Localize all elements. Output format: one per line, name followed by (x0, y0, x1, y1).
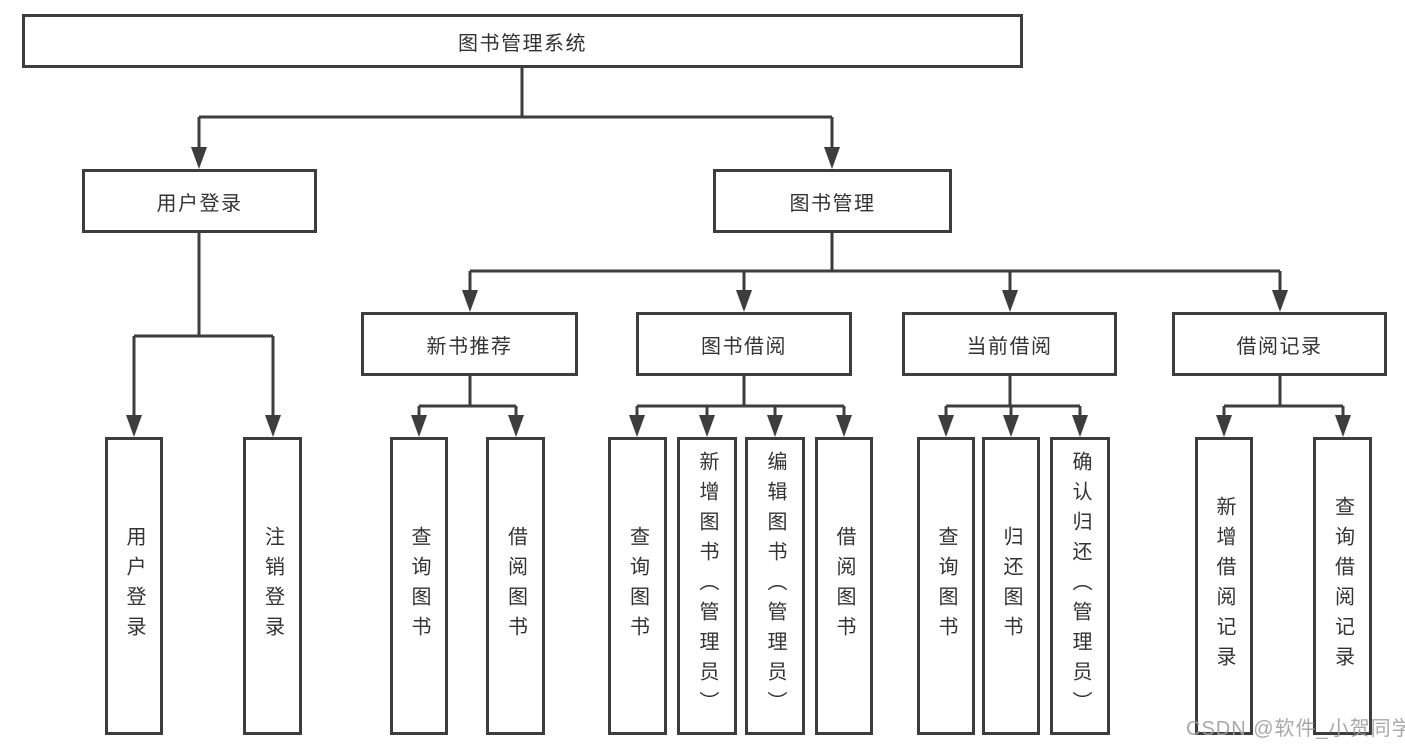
node-label: 编辑图书（管理员） (764, 451, 786, 721)
leaf-borrow-add-books-admin: 新增图书（管理员） (677, 437, 737, 735)
node-borrow-records: 借阅记录 (1172, 312, 1387, 376)
node-library-management-system: 图书管理系统 (22, 14, 1023, 68)
node-label: 查询图书 (408, 526, 430, 646)
leaf-current-confirm-return-admin: 确认归还（管理员） (1050, 437, 1110, 735)
leaf-user-login: 用户登录 (105, 437, 163, 735)
node-label: 图书管理 (789, 192, 876, 215)
leaf-records-add-borrow-record: 新增借阅记录 (1195, 437, 1253, 735)
node-label: 用户登录 (156, 192, 243, 215)
node-label: 查询图书 (626, 526, 649, 646)
node-label: 查询图书 (935, 526, 957, 646)
node-label: 新增图书（管理员） (696, 451, 718, 721)
leaf-current-return-books: 归还图书 (982, 437, 1040, 735)
node-book-management: 图书管理 (713, 169, 952, 233)
node-label: 借阅记录 (1236, 335, 1323, 358)
node-label: 当前借阅 (966, 335, 1053, 358)
leaf-logout: 注销登录 (243, 437, 302, 735)
node-label: 查询借阅记录 (1331, 496, 1354, 676)
leaf-newbooks-borrow-books: 借阅图书 (486, 437, 545, 735)
leaf-newbooks-query-books: 查询图书 (390, 437, 448, 735)
node-new-book-recommend: 新书推荐 (361, 312, 578, 376)
node-label: 借阅图书 (504, 526, 527, 646)
node-label: 新增借阅记录 (1213, 496, 1235, 676)
leaf-borrow-borrow-books: 借阅图书 (815, 437, 873, 735)
arrowhead-icons (126, 147, 1351, 437)
node-label: 借阅图书 (833, 526, 855, 646)
leaf-borrow-query-books: 查询图书 (608, 437, 667, 735)
node-label: 新书推荐 (426, 335, 513, 358)
leaf-current-query-books: 查询图书 (917, 437, 975, 735)
node-user-login: 用户登录 (82, 169, 317, 233)
node-label: 图书管理系统 (458, 32, 587, 55)
node-label: 确认归还（管理员） (1069, 451, 1091, 721)
node-label: 用户登录 (123, 526, 145, 646)
node-label: 注销登录 (261, 526, 284, 646)
node-book-borrow: 图书借阅 (636, 312, 852, 376)
node-label: 图书借阅 (701, 335, 787, 358)
csdn-watermark: CSDN @软件_小贺同学 (1186, 718, 1405, 740)
node-current-borrow: 当前借阅 (902, 312, 1117, 376)
leaf-records-query-borrow-record: 查询借阅记录 (1313, 437, 1372, 735)
node-label: 归还图书 (1000, 526, 1022, 646)
leaf-borrow-edit-books-admin: 编辑图书（管理员） (745, 437, 805, 735)
